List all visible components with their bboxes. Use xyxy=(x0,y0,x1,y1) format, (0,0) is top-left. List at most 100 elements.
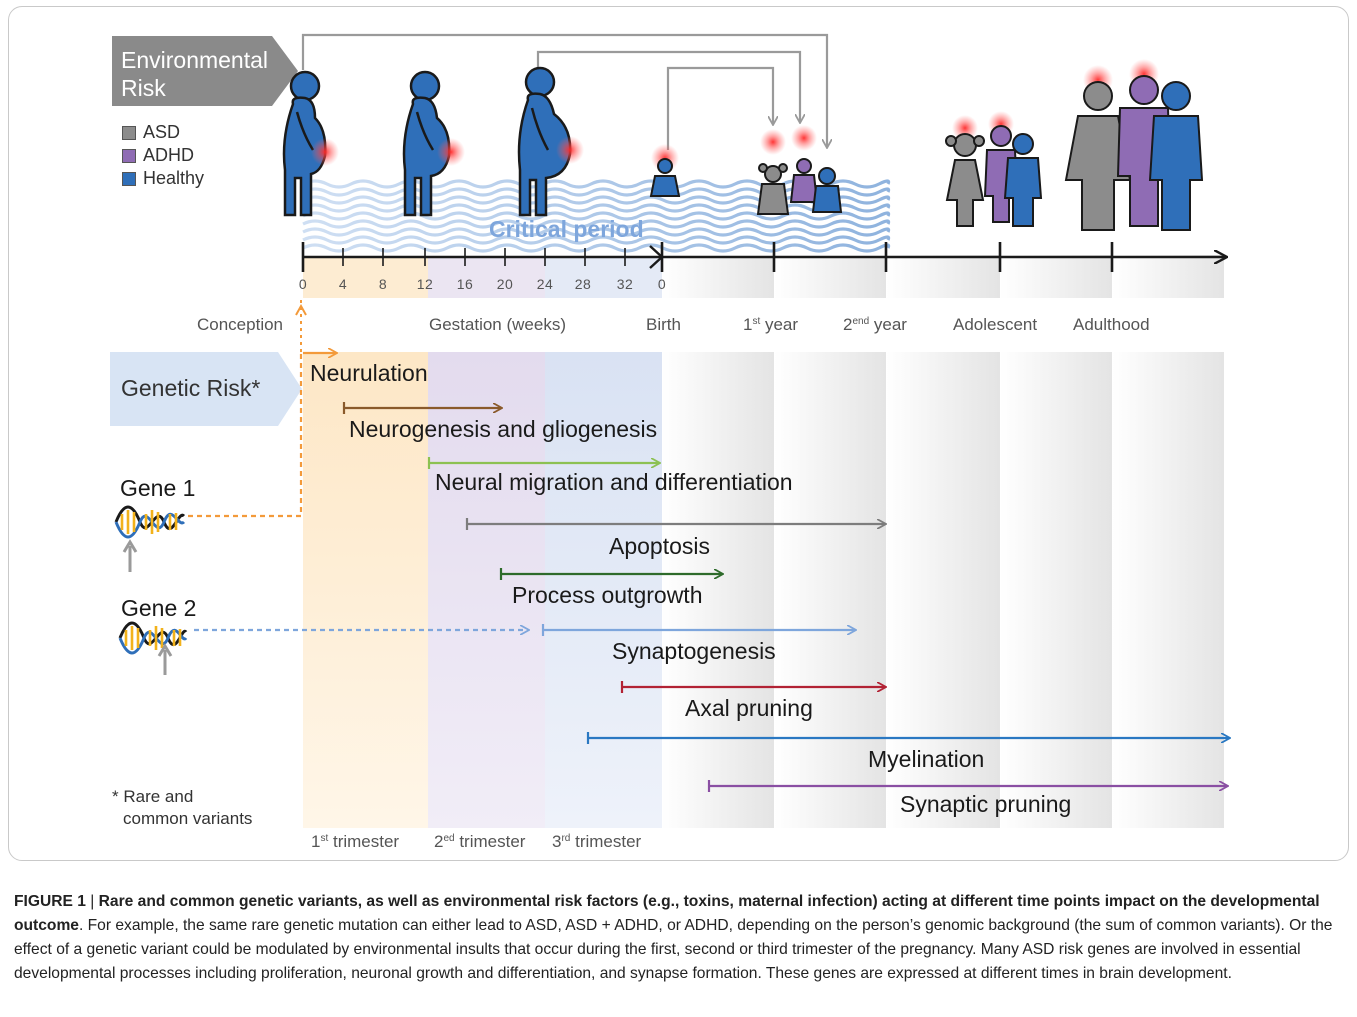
trimester-2-text: trimester xyxy=(454,832,526,851)
arrow-synaptogenesis xyxy=(541,624,855,636)
trimester-3-label: 3rd trimester xyxy=(552,832,641,852)
gene2-dna-icon xyxy=(118,621,188,655)
tick-label: 16 xyxy=(456,276,474,292)
trimester-1-number: 1 xyxy=(311,832,321,851)
gene1-dna-icon xyxy=(114,505,186,539)
tick-label: 28 xyxy=(574,276,592,292)
legend-label-healthy: Healthy xyxy=(143,168,205,188)
pregnant-figure-2 xyxy=(402,70,465,217)
period-adulthood: Adulthood xyxy=(1073,315,1150,334)
lower-background-columns xyxy=(303,352,1224,828)
adolescent-asd-figure xyxy=(945,115,985,227)
gene1-label: Gene 1 xyxy=(120,475,196,501)
tick-label: 4 xyxy=(338,276,348,292)
first-year-suffix: st xyxy=(752,316,761,327)
legend-swatch-adhd xyxy=(122,148,136,163)
footnote-line1: * Rare and xyxy=(112,787,194,806)
label-apoptosis: Apoptosis xyxy=(609,533,711,559)
second-year-text: year xyxy=(869,315,907,334)
arrow-synaptic-pruning xyxy=(707,780,1227,792)
trimester-1-text: trimester xyxy=(328,832,400,851)
adult-healthy-figure xyxy=(1148,81,1204,231)
first-year-number: 1 xyxy=(743,315,753,334)
critical-period-band xyxy=(301,178,891,258)
trimester-2-number: 2 xyxy=(434,832,444,851)
tick-label: 0 xyxy=(657,276,667,292)
tick-label: 24 xyxy=(536,276,554,292)
arrow-outgrowth xyxy=(499,568,722,580)
arrow-axal-pruning xyxy=(620,681,885,693)
label-migration: Neural migration and differentiation xyxy=(435,469,793,495)
timeline-diagram xyxy=(110,33,1357,828)
arrow-neurogenesis xyxy=(342,402,501,414)
exposure-bracket-arrows xyxy=(301,33,827,150)
caption-separator: | xyxy=(85,893,99,910)
legend-swatch-healthy xyxy=(122,171,136,186)
gene2-up-arrow-head xyxy=(157,643,173,657)
figure-caption: FIGURE 1 | Rare and common genetic varia… xyxy=(14,890,1339,986)
legend-item-asd: ASD xyxy=(122,122,180,143)
caption-figure-label: FIGURE 1 xyxy=(14,893,86,910)
time-axis xyxy=(301,242,1226,272)
footnote: * Rare and common variants xyxy=(112,786,252,830)
trimester-1-label: 1st trimester xyxy=(311,832,399,852)
footnote-line2: common variants xyxy=(123,809,253,828)
second-year-number: 2 xyxy=(843,315,853,334)
tick-label: 8 xyxy=(378,276,388,292)
trimester-3-suffix: rd xyxy=(561,833,571,844)
legend-label-asd: ASD xyxy=(143,122,181,142)
environmental-risk-line1: Environmental xyxy=(121,47,269,73)
adolescent-healthy-figure xyxy=(1003,133,1043,227)
newborn-figure xyxy=(649,144,681,197)
tick-label: 20 xyxy=(496,276,514,292)
process-arrows xyxy=(303,353,1229,792)
gene2-label: Gene 2 xyxy=(121,595,197,621)
toddler-adhd-figure xyxy=(789,125,819,203)
trimester-1-suffix: st xyxy=(320,833,329,844)
trimester-3-text: trimester xyxy=(570,832,642,851)
period-birth: Birth xyxy=(646,315,681,334)
period-adolescent: Adolescent xyxy=(953,315,1038,334)
trimester-3-number: 3 xyxy=(552,832,562,851)
pregnant-figure-1 xyxy=(282,70,339,217)
pregnant-figure-3 xyxy=(517,66,584,217)
tick-label: 0 xyxy=(298,276,308,292)
label-outgrowth: Process outgrowth xyxy=(512,582,703,608)
period-second-year: 2end year xyxy=(843,315,907,335)
legend-label-adhd: ADHD xyxy=(143,145,195,165)
second-year-suffix: end xyxy=(852,316,870,327)
label-axal-pruning: Axal pruning xyxy=(685,695,813,721)
gene1-dashed-connector xyxy=(188,354,303,518)
toddler-healthy-figure xyxy=(811,167,843,213)
adult-asd-figure xyxy=(1064,65,1132,231)
label-myelination: Myelination xyxy=(868,746,985,772)
genetic-risk-label: Genetic Risk* xyxy=(121,375,261,401)
birth-arrow-head xyxy=(649,245,664,269)
first-year-text: year xyxy=(760,315,799,334)
genetic-risk-chevron xyxy=(110,352,302,426)
conception-arrow-head xyxy=(295,303,307,316)
arrow-myelination xyxy=(586,732,1229,744)
environmental-risk-label: Environmental Risk xyxy=(121,46,268,102)
trimester-2-suffix: ed xyxy=(443,833,455,844)
tick-label: 32 xyxy=(616,276,634,292)
label-synaptic-pruning: Synaptic pruning xyxy=(900,791,1072,817)
upper-background-columns xyxy=(303,255,1224,298)
figure-frame xyxy=(8,6,1349,861)
critical-period-label: Critical period xyxy=(489,216,644,242)
label-neurulation: Neurulation xyxy=(310,360,428,386)
arrow-migration xyxy=(427,457,659,469)
period-first-year: 1st year xyxy=(743,315,798,335)
gene1-up-arrow-head xyxy=(122,539,138,553)
caption-body: . For example, the same rare genetic mut… xyxy=(14,917,1333,982)
tick-label: 12 xyxy=(416,276,434,292)
legend-item-adhd: ADHD xyxy=(122,145,194,166)
arrow-apoptosis xyxy=(465,518,885,530)
caption-bold-text: Rare and common genetic variants, as wel… xyxy=(14,893,1320,934)
period-conception: Conception xyxy=(197,315,284,334)
toddler-asd-figure xyxy=(756,129,790,215)
trimester-2-label: 2ed trimester xyxy=(434,832,525,852)
label-synaptogenesis: Synaptogenesis xyxy=(612,638,776,664)
legend-swatch-asd xyxy=(122,125,136,140)
legend-item-healthy: Healthy xyxy=(122,168,204,189)
